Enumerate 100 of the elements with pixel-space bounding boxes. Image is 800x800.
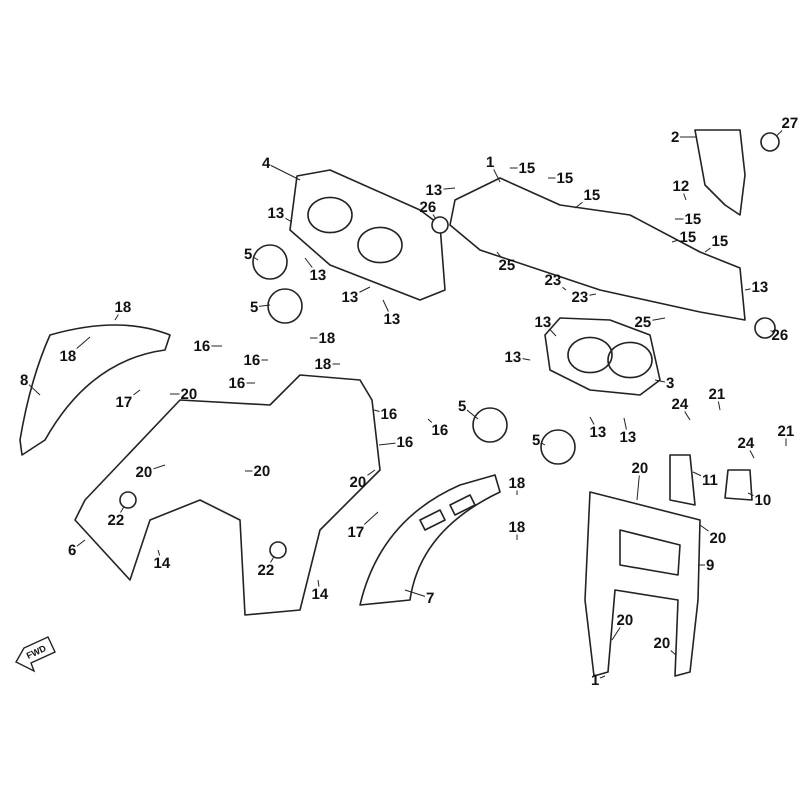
leader-line (382, 300, 389, 312)
leader-line (516, 490, 518, 496)
callout-number: 5 (249, 300, 260, 314)
callout-number: 26 (770, 328, 790, 342)
leader-line (466, 410, 478, 420)
leader-line (158, 550, 160, 556)
leader-line (304, 258, 313, 268)
leader-line (133, 390, 140, 396)
callout-number: 15 (684, 212, 702, 226)
callout-number: 27 (780, 116, 800, 130)
callout-number: 13 (588, 424, 608, 440)
leader-line (367, 470, 376, 476)
callout-number: 5 (457, 398, 468, 414)
leader-line (285, 218, 292, 222)
leader-line (496, 252, 502, 258)
leader-line (698, 564, 706, 566)
callout-number: 23 (544, 272, 562, 288)
callout-number: 20 (630, 460, 650, 476)
leader-line (589, 294, 596, 296)
callout-number: 26 (418, 200, 438, 214)
leader-line (770, 330, 775, 333)
leader-line (493, 169, 500, 182)
leader-line (674, 218, 684, 220)
grommet-drawing (119, 491, 137, 509)
callout-number: 21 (708, 386, 726, 402)
leader-line (776, 130, 783, 136)
leader-line (654, 380, 666, 382)
callout-number: 18 (508, 476, 526, 490)
grommet-drawing (269, 541, 287, 559)
leader-line (522, 358, 530, 360)
leader-line (318, 580, 320, 587)
callout-number: 11 (701, 472, 719, 488)
callout-number: 20 (252, 464, 272, 478)
callout-number: 16 (430, 422, 450, 438)
leader-line (374, 410, 380, 412)
leader-line (750, 450, 754, 458)
leader-line (28, 384, 40, 396)
callout-number: 24 (670, 396, 690, 412)
leader-line (120, 506, 124, 513)
leader-line (704, 247, 711, 252)
leader-line (76, 540, 86, 547)
callout-number: 21 (776, 424, 796, 438)
callout-number: 18 (508, 520, 526, 534)
callout-number: 15 (556, 170, 574, 186)
leader-line (404, 590, 426, 597)
callout-number: 18 (58, 348, 78, 364)
callout-number: 1 (590, 672, 600, 688)
callout-number: 8 (19, 372, 30, 388)
callout-number: 20 (708, 530, 728, 546)
leader-line (636, 475, 640, 500)
leader-line (718, 401, 720, 410)
leader-line (672, 239, 679, 242)
callout-number: 16 (380, 406, 398, 422)
leader-line (270, 165, 300, 180)
leader-line (252, 256, 258, 260)
leader-line (246, 382, 256, 384)
leader-line (600, 676, 606, 678)
leader-line (428, 418, 432, 423)
leader-line (612, 627, 621, 640)
callout-number: 17 (114, 394, 134, 410)
callout-number: 22 (256, 562, 276, 578)
leader-line (684, 411, 690, 420)
callout-number: 5 (531, 432, 542, 448)
leader-line (683, 193, 686, 200)
callout-number: 25 (498, 258, 516, 272)
leader-line (590, 416, 594, 425)
callout-number: 17 (346, 524, 366, 540)
callout-number: 7 (425, 590, 436, 606)
leader-line (744, 288, 751, 290)
callout-number: 20 (348, 474, 368, 490)
callout-number: 9 (705, 558, 716, 572)
leader-line (748, 492, 754, 496)
leader-line (692, 472, 702, 476)
leader-line (364, 512, 378, 525)
callout-number: 16 (192, 338, 212, 354)
callout-number: 20 (616, 612, 634, 628)
leader-line (432, 214, 436, 219)
callout-number: 16 (228, 376, 246, 390)
grommet-drawing (760, 132, 780, 152)
leader-line (670, 650, 676, 656)
callout-number: 23 (570, 290, 590, 304)
callout-number: 16 (242, 352, 262, 368)
leader-line (153, 464, 166, 470)
leader-line (549, 329, 556, 336)
callout-number: 18 (114, 300, 132, 314)
callout-number: 18 (318, 330, 336, 346)
callout-number: 14 (152, 556, 172, 570)
callout-number: 16 (396, 434, 414, 450)
direction-label: FWD (24, 643, 48, 661)
callout-number: 10 (754, 492, 772, 508)
callout-number: 12 (672, 178, 690, 194)
leader-line (76, 336, 90, 349)
leader-line (562, 286, 566, 290)
leader-line (700, 524, 709, 532)
leader-line (270, 556, 274, 563)
callout-number: 1 (485, 154, 496, 170)
leader-line (516, 534, 518, 540)
callout-number: 5 (243, 246, 254, 262)
callout-number: 13 (308, 268, 328, 282)
callout-number: 15 (582, 188, 602, 202)
